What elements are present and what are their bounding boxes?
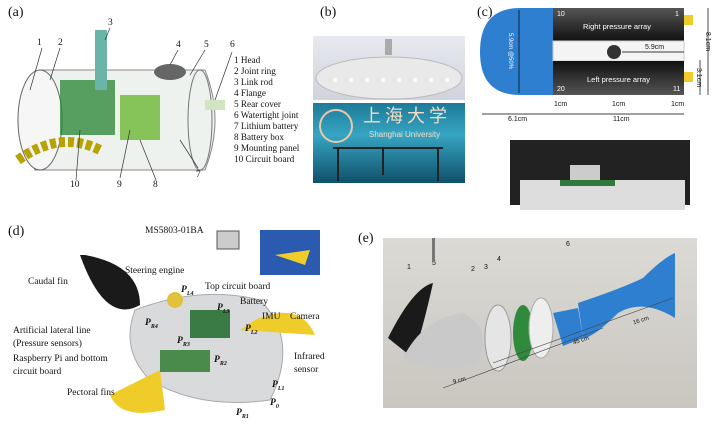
- sensor-number: 10: [557, 11, 565, 18]
- legend-item: 9 Mounting panel: [234, 143, 300, 153]
- callout-5: 5: [204, 40, 209, 50]
- raspberry-pi-label-2: circuit board: [13, 367, 62, 377]
- sensor-number: 20: [557, 86, 565, 93]
- exploded-render: 5 1 2 3 4 6 9 cm 45 cm 16 cm: [383, 238, 697, 408]
- steering-engine-label: Steering engine: [125, 266, 185, 276]
- water-tank-photo: 上海大学 Shanghai University: [313, 103, 465, 183]
- panel-d-label: (d): [8, 224, 25, 239]
- sensor-pl3: PL3: [217, 303, 230, 315]
- lateral-line-label: Artificial lateral line: [13, 326, 91, 336]
- callout-2: 2: [58, 38, 63, 48]
- sensor-pr3: PR3: [177, 336, 190, 348]
- pectoral-fins-label: Pectoral fins: [67, 388, 115, 398]
- raspberry-pi-label: Raspberry Pi and bottom: [13, 354, 108, 364]
- part-label: 5: [432, 260, 436, 267]
- body-length: 11cm: [613, 116, 630, 123]
- center-dim: 5.9cm: [645, 44, 665, 51]
- part-label: 2: [471, 266, 475, 273]
- legend-item: 6 Watertight joint: [234, 110, 299, 120]
- imu-label: IMU: [262, 312, 281, 322]
- legend-item: 10 Circuit board: [234, 154, 295, 164]
- sensor-model-render: [313, 36, 465, 100]
- sensor-number: 11: [673, 86, 681, 93]
- battery-label: Battery: [240, 297, 268, 307]
- university-logo: [319, 109, 353, 143]
- panel-c-label: (c): [477, 5, 493, 20]
- sensor-p0: P0: [270, 398, 279, 410]
- sensor-pl4: PL4: [181, 285, 194, 297]
- legend-item: 2 Joint ring: [234, 66, 276, 76]
- infrared-label-2: sensor: [294, 365, 319, 375]
- callout-10: 10: [70, 180, 80, 190]
- legend-item: 7 Lithium battery: [234, 121, 299, 131]
- sensor-pr1: PR1: [236, 408, 249, 420]
- sensor-pr4: PR4: [145, 318, 158, 330]
- sensor-number: 1: [675, 11, 679, 18]
- caudal-fin-label: Caudal fin: [28, 277, 68, 287]
- sensor-pr2: PR2: [214, 355, 227, 367]
- callout-7: 7: [196, 170, 201, 180]
- legend-item: 1 Head: [234, 55, 261, 65]
- callout-3: 3: [108, 18, 113, 28]
- pressure-sensors-label: (Pressure sensors): [13, 339, 82, 349]
- left-array-label: Left pressure array: [587, 75, 650, 84]
- sensor-pl1: PL1: [272, 380, 285, 392]
- legend-list: 1 Head 2 Joint ring 3 Link rod 4 Flange …: [234, 55, 299, 165]
- camera-label: Camera: [290, 312, 320, 322]
- legend-item: 8 Battery box: [234, 132, 285, 142]
- infrared-label: Infrared: [294, 352, 325, 362]
- callout-8: 8: [153, 180, 158, 190]
- right-array-label: Right pressure array: [583, 22, 651, 31]
- legend-item: 5 Rear cover: [234, 99, 281, 109]
- sensor-pl2: PL2: [245, 324, 258, 336]
- legend-item: 4 Flange: [234, 88, 266, 98]
- spacing-dim: 1cm: [554, 101, 568, 108]
- part-label: 4: [497, 256, 501, 263]
- logo-text: 上海大学: [363, 106, 451, 126]
- legend-item: 3 Link rod: [234, 77, 273, 87]
- callout-6: 6: [230, 40, 235, 50]
- part-label: 3: [484, 264, 488, 271]
- panel-b-label: (b): [320, 5, 337, 20]
- spacing-dim: 1cm: [671, 101, 685, 108]
- sensor-model-label: MS5803-01BA: [145, 226, 204, 236]
- callout-4: 4: [176, 40, 181, 50]
- part-label: 1: [407, 264, 411, 271]
- spacing-dim: 1cm: [612, 101, 626, 108]
- part-label: 6: [566, 241, 570, 248]
- head-length: 6.1cm: [508, 116, 528, 123]
- callout-9: 9: [117, 180, 122, 190]
- university-name: Shanghai University: [369, 130, 441, 139]
- callout-1: 1: [37, 38, 42, 48]
- panel-a-label: (a): [8, 5, 24, 20]
- panel-e-label: (e): [358, 231, 374, 246]
- top-circuit-board-label: Top circuit board: [205, 282, 271, 292]
